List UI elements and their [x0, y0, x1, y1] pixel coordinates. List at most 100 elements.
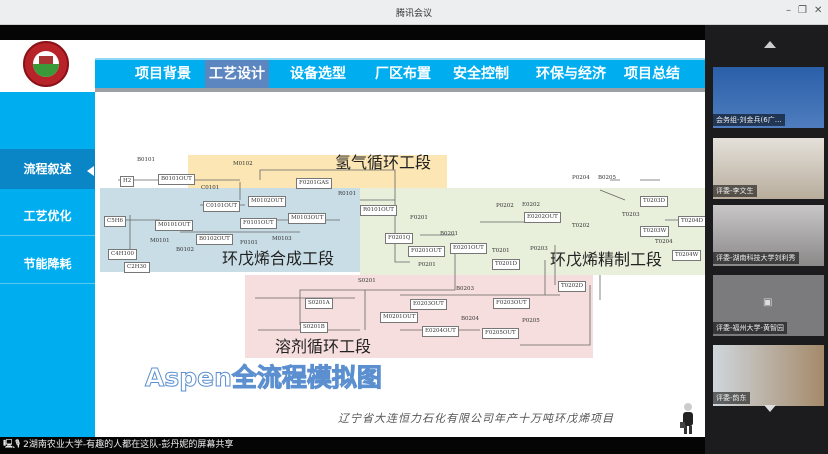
- stream-box[interactable]: M0101OUT: [155, 220, 194, 231]
- active-item-pointer-icon: [87, 166, 94, 176]
- tab-safety[interactable]: 安全控制: [453, 66, 509, 82]
- screen-share-label: 2湖南农业大学-有趣的人都在这队-彭丹妮的屏幕共享: [23, 440, 234, 450]
- tab-equipment[interactable]: 设备选型: [290, 66, 346, 82]
- stream-box[interactable]: T0204W: [672, 250, 702, 261]
- participant-video[interactable]: 评委-湖南科技大学刘利秀: [713, 205, 824, 266]
- slide-sidebar: 流程叙述 工艺优化 节能降耗: [0, 92, 95, 437]
- block-label: P0203: [530, 246, 548, 252]
- stream-box[interactable]: M0103OUT: [288, 213, 327, 224]
- tab-project-background[interactable]: 项目背景: [135, 66, 191, 82]
- participant-name: 会务组-刘金兵(6广…: [713, 114, 785, 126]
- stream-box[interactable]: T0203D: [640, 196, 669, 207]
- participant-name: 评委-湖南科技大学刘利秀: [713, 252, 799, 264]
- section-title-synthesis: 环戊烯合成工段: [222, 249, 335, 268]
- scroll-down-icon[interactable]: [764, 405, 776, 412]
- stream-box[interactable]: E0203OUT: [410, 299, 447, 310]
- participant-panel: 会务组-刘金兵(6广… 评委-李文生 评委-湖南科技大学刘利秀 ▣ 评委-福州大学…: [705, 25, 828, 454]
- share-top-band: [0, 25, 705, 40]
- section-title-purification: 环戊烯精制工段: [550, 250, 663, 269]
- participant-name: 评委-韵东: [713, 392, 750, 404]
- block-label: P0202: [496, 203, 514, 209]
- section-title-solvent: 溶剂循环工段: [275, 337, 372, 356]
- block-label: T0202: [572, 223, 590, 229]
- screen-share-status-bar: 🖳🎙 2湖南农业大学-有趣的人都在这队-彭丹妮的屏幕共享: [0, 437, 705, 454]
- participant-video[interactable]: 评委-韵东: [713, 345, 824, 406]
- tab-process-design[interactable]: 工艺设计: [205, 60, 269, 88]
- stream-box[interactable]: M0102OUT: [248, 196, 287, 207]
- sidebar-item-energy-saving[interactable]: 节能降耗: [0, 244, 95, 284]
- section-title-hydrogen: 氢气循环工段: [335, 153, 432, 172]
- stream-box[interactable]: T0201D: [492, 259, 521, 270]
- stream-box[interactable]: M0201OUT: [380, 312, 419, 323]
- block-label: B0204: [461, 316, 480, 322]
- stream-box[interactable]: T0203W: [640, 226, 670, 237]
- zone-solvent-cycle: [245, 275, 593, 358]
- stream-box[interactable]: S0201A: [305, 298, 333, 309]
- stream-box[interactable]: E0201OUT: [450, 243, 487, 254]
- participant-name: 评委-福州大学-黄智园: [713, 322, 788, 334]
- block-label: C0101: [201, 185, 220, 191]
- block-label: F0201: [410, 215, 428, 221]
- stream-box[interactable]: F0201GAS: [296, 178, 332, 189]
- share-mic-icon: 🖳🎙: [3, 440, 24, 450]
- block-label: P0204: [572, 175, 590, 181]
- stream-box[interactable]: F0201Q: [385, 233, 414, 244]
- sidebar-item-process-narrative[interactable]: 流程叙述: [0, 149, 95, 189]
- slide-title: Aspen全流程模拟图: [145, 363, 383, 393]
- window-title-bar: 腾讯会议 – ❐ ✕: [0, 0, 828, 25]
- block-label: M0101: [150, 238, 170, 244]
- block-label: T0203: [622, 212, 640, 218]
- stream-box[interactable]: F0205OUT: [482, 328, 519, 339]
- camera-off-icon: ▣: [763, 297, 773, 308]
- stream-box[interactable]: T0204D: [678, 216, 705, 227]
- stream-box[interactable]: E0204OUT: [422, 326, 459, 337]
- shared-slide: 项目背景 工艺设计 设备选型 厂区布置 安全控制 环保与经济 项目总结 流程叙述…: [0, 40, 705, 437]
- project-caption: 辽宁省大连恒力石化有限公司年产十万吨环戊烯项目: [338, 412, 614, 425]
- stream-box[interactable]: F0201OUT: [408, 246, 445, 257]
- stream-box[interactable]: C2H30: [124, 262, 150, 273]
- participant-video[interactable]: 会务组-刘金兵(6广…: [713, 67, 824, 128]
- block-label: B0201: [440, 231, 459, 237]
- block-label: F0101: [240, 240, 258, 246]
- block-label: M0103: [272, 236, 292, 242]
- stream-box[interactable]: F0203OUT: [493, 298, 530, 309]
- participant-video[interactable]: ▣ 评委-福州大学-黄智园: [713, 275, 824, 336]
- stream-box[interactable]: S0201B: [300, 322, 328, 333]
- scroll-up-icon[interactable]: [764, 41, 776, 48]
- stream-box[interactable]: C4H100: [108, 249, 138, 260]
- block-label: R0101: [338, 191, 357, 197]
- stream-box[interactable]: E0202OUT: [524, 212, 561, 223]
- block-label: P0205: [522, 318, 540, 324]
- businessman-figure-icon: [680, 403, 693, 434]
- slide-nav: 项目背景 工艺设计 设备选型 厂区布置 安全控制 环保与经济 项目总结: [95, 58, 705, 88]
- restore-button[interactable]: ❐: [798, 5, 807, 16]
- stream-box[interactable]: T0202D: [558, 281, 587, 292]
- minimize-button[interactable]: –: [786, 5, 791, 16]
- tab-summary[interactable]: 项目总结: [624, 66, 680, 82]
- stream-box[interactable]: H2: [120, 176, 135, 187]
- block-label: B0205: [598, 175, 617, 181]
- stream-box[interactable]: R0101OUT: [360, 205, 397, 216]
- block-label: B0203: [456, 286, 475, 292]
- close-button[interactable]: ✕: [814, 5, 823, 16]
- tab-plant-layout[interactable]: 厂区布置: [375, 66, 431, 82]
- block-label: E0202: [522, 202, 541, 208]
- participant-name: 评委-李文生: [713, 185, 757, 197]
- block-label: M0102: [233, 161, 253, 167]
- stream-box[interactable]: B0102OUT: [196, 234, 233, 245]
- window-title: 腾讯会议: [395, 9, 432, 19]
- block-label: B0101: [137, 157, 156, 163]
- university-logo: [23, 41, 69, 87]
- stream-box[interactable]: B0101OUT: [158, 174, 195, 185]
- tab-environment-economy[interactable]: 环保与经济: [536, 66, 606, 82]
- block-label: P0201: [418, 262, 436, 268]
- stream-box[interactable]: C0101OUT: [203, 201, 241, 212]
- stream-box[interactable]: C5H6: [104, 216, 127, 227]
- block-label: T0201: [492, 248, 510, 254]
- participant-video[interactable]: 评委-李文生: [713, 138, 824, 199]
- block-label: S0201: [358, 278, 376, 284]
- block-label: T0204: [655, 239, 673, 245]
- sidebar-item-process-optimization[interactable]: 工艺优化: [0, 196, 95, 236]
- stream-box[interactable]: F0101OUT: [240, 218, 277, 229]
- block-label: B0102: [176, 247, 195, 253]
